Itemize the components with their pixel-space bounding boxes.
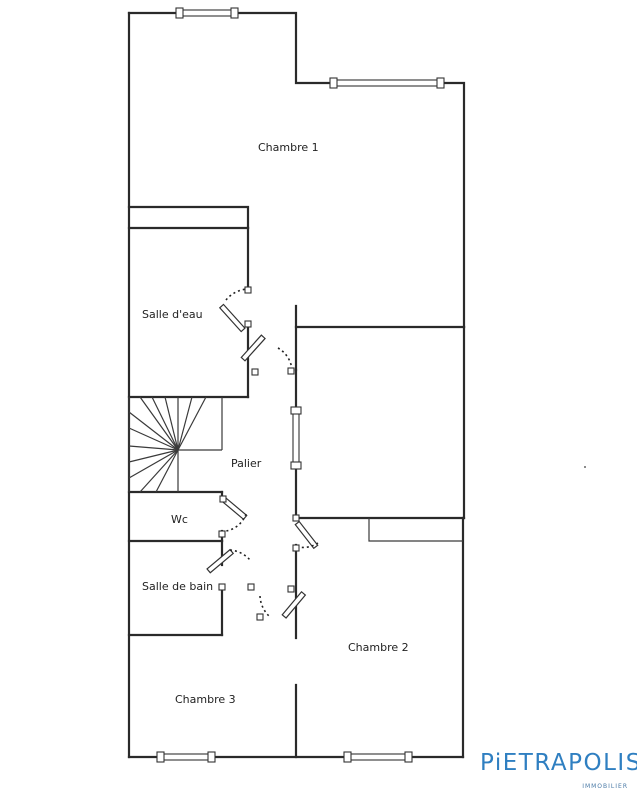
logo-name: PiETRAPOLIS [480, 750, 637, 776]
staircase [128, 396, 223, 493]
room-label-chambre3: Chambre 3 [175, 693, 236, 706]
room-label-wc: Wc [171, 513, 188, 526]
speck [584, 466, 586, 468]
room-label-chambre1: Chambre 1 [258, 141, 319, 154]
room-label-chambre2: Chambre 2 [348, 641, 409, 654]
logo-tagline: IMMOBILIER [582, 783, 628, 790]
interior-walls [127, 205, 466, 759]
room-label-palier: Palier [231, 457, 262, 470]
windows [156, 7, 445, 763]
room-label-salle-bain: Salle de bain [142, 580, 214, 593]
brand-logo: PiETRAPOLIS IMMOBILIER [480, 750, 637, 795]
room-label-salle-eau: Salle d'eau [142, 308, 203, 321]
doors [206, 286, 319, 621]
